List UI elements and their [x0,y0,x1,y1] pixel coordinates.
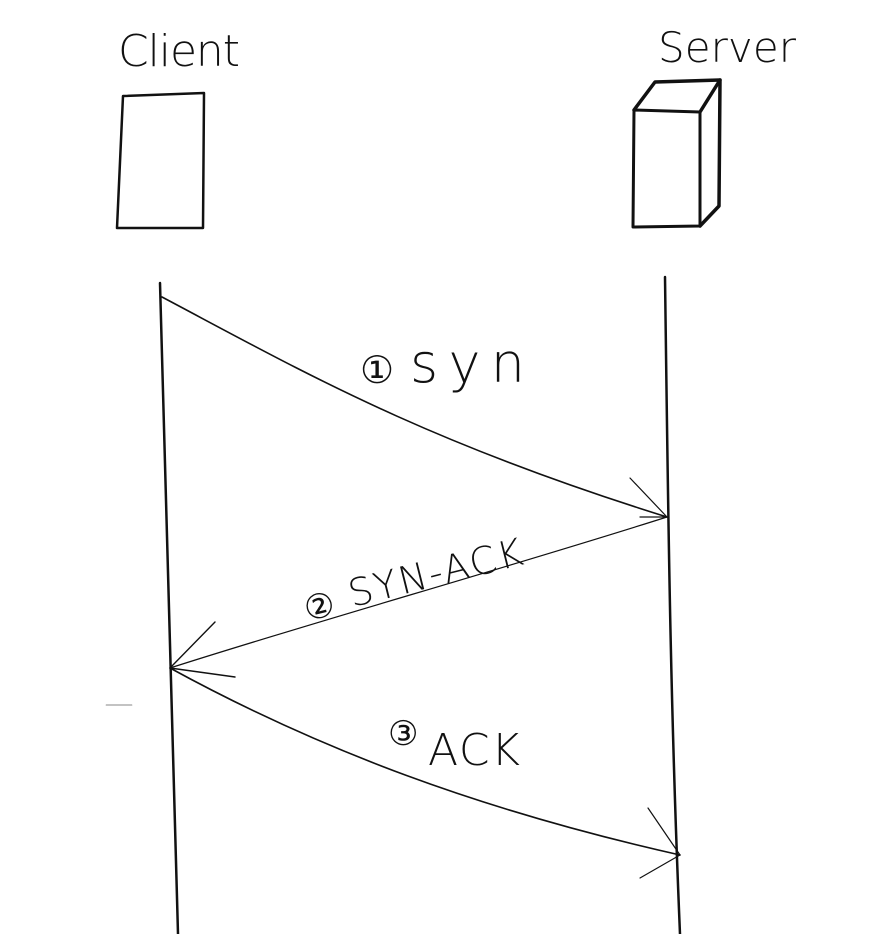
syn-ack-label: ② SYN-ACK [300,530,527,630]
step-2-badge: ② [300,584,339,630]
step-3-badge: ③ [388,714,418,754]
ack-arrow [169,667,681,879]
ack-text: ACK [428,725,520,776]
server-label: Server [658,23,797,72]
syn-text: syn [410,332,525,395]
client-device-icon [115,91,206,230]
syn-arrow [161,296,668,518]
syn-ack-text: SYN-ACK [344,530,527,616]
server-lifeline [663,275,682,934]
syn-label: ① syn [360,332,525,395]
server-device-icon [631,78,722,229]
client-label: Client [118,26,240,77]
step-1-badge: ① [360,348,394,392]
client-lifeline [158,281,180,934]
ack-label: ③ ACK [388,714,520,776]
